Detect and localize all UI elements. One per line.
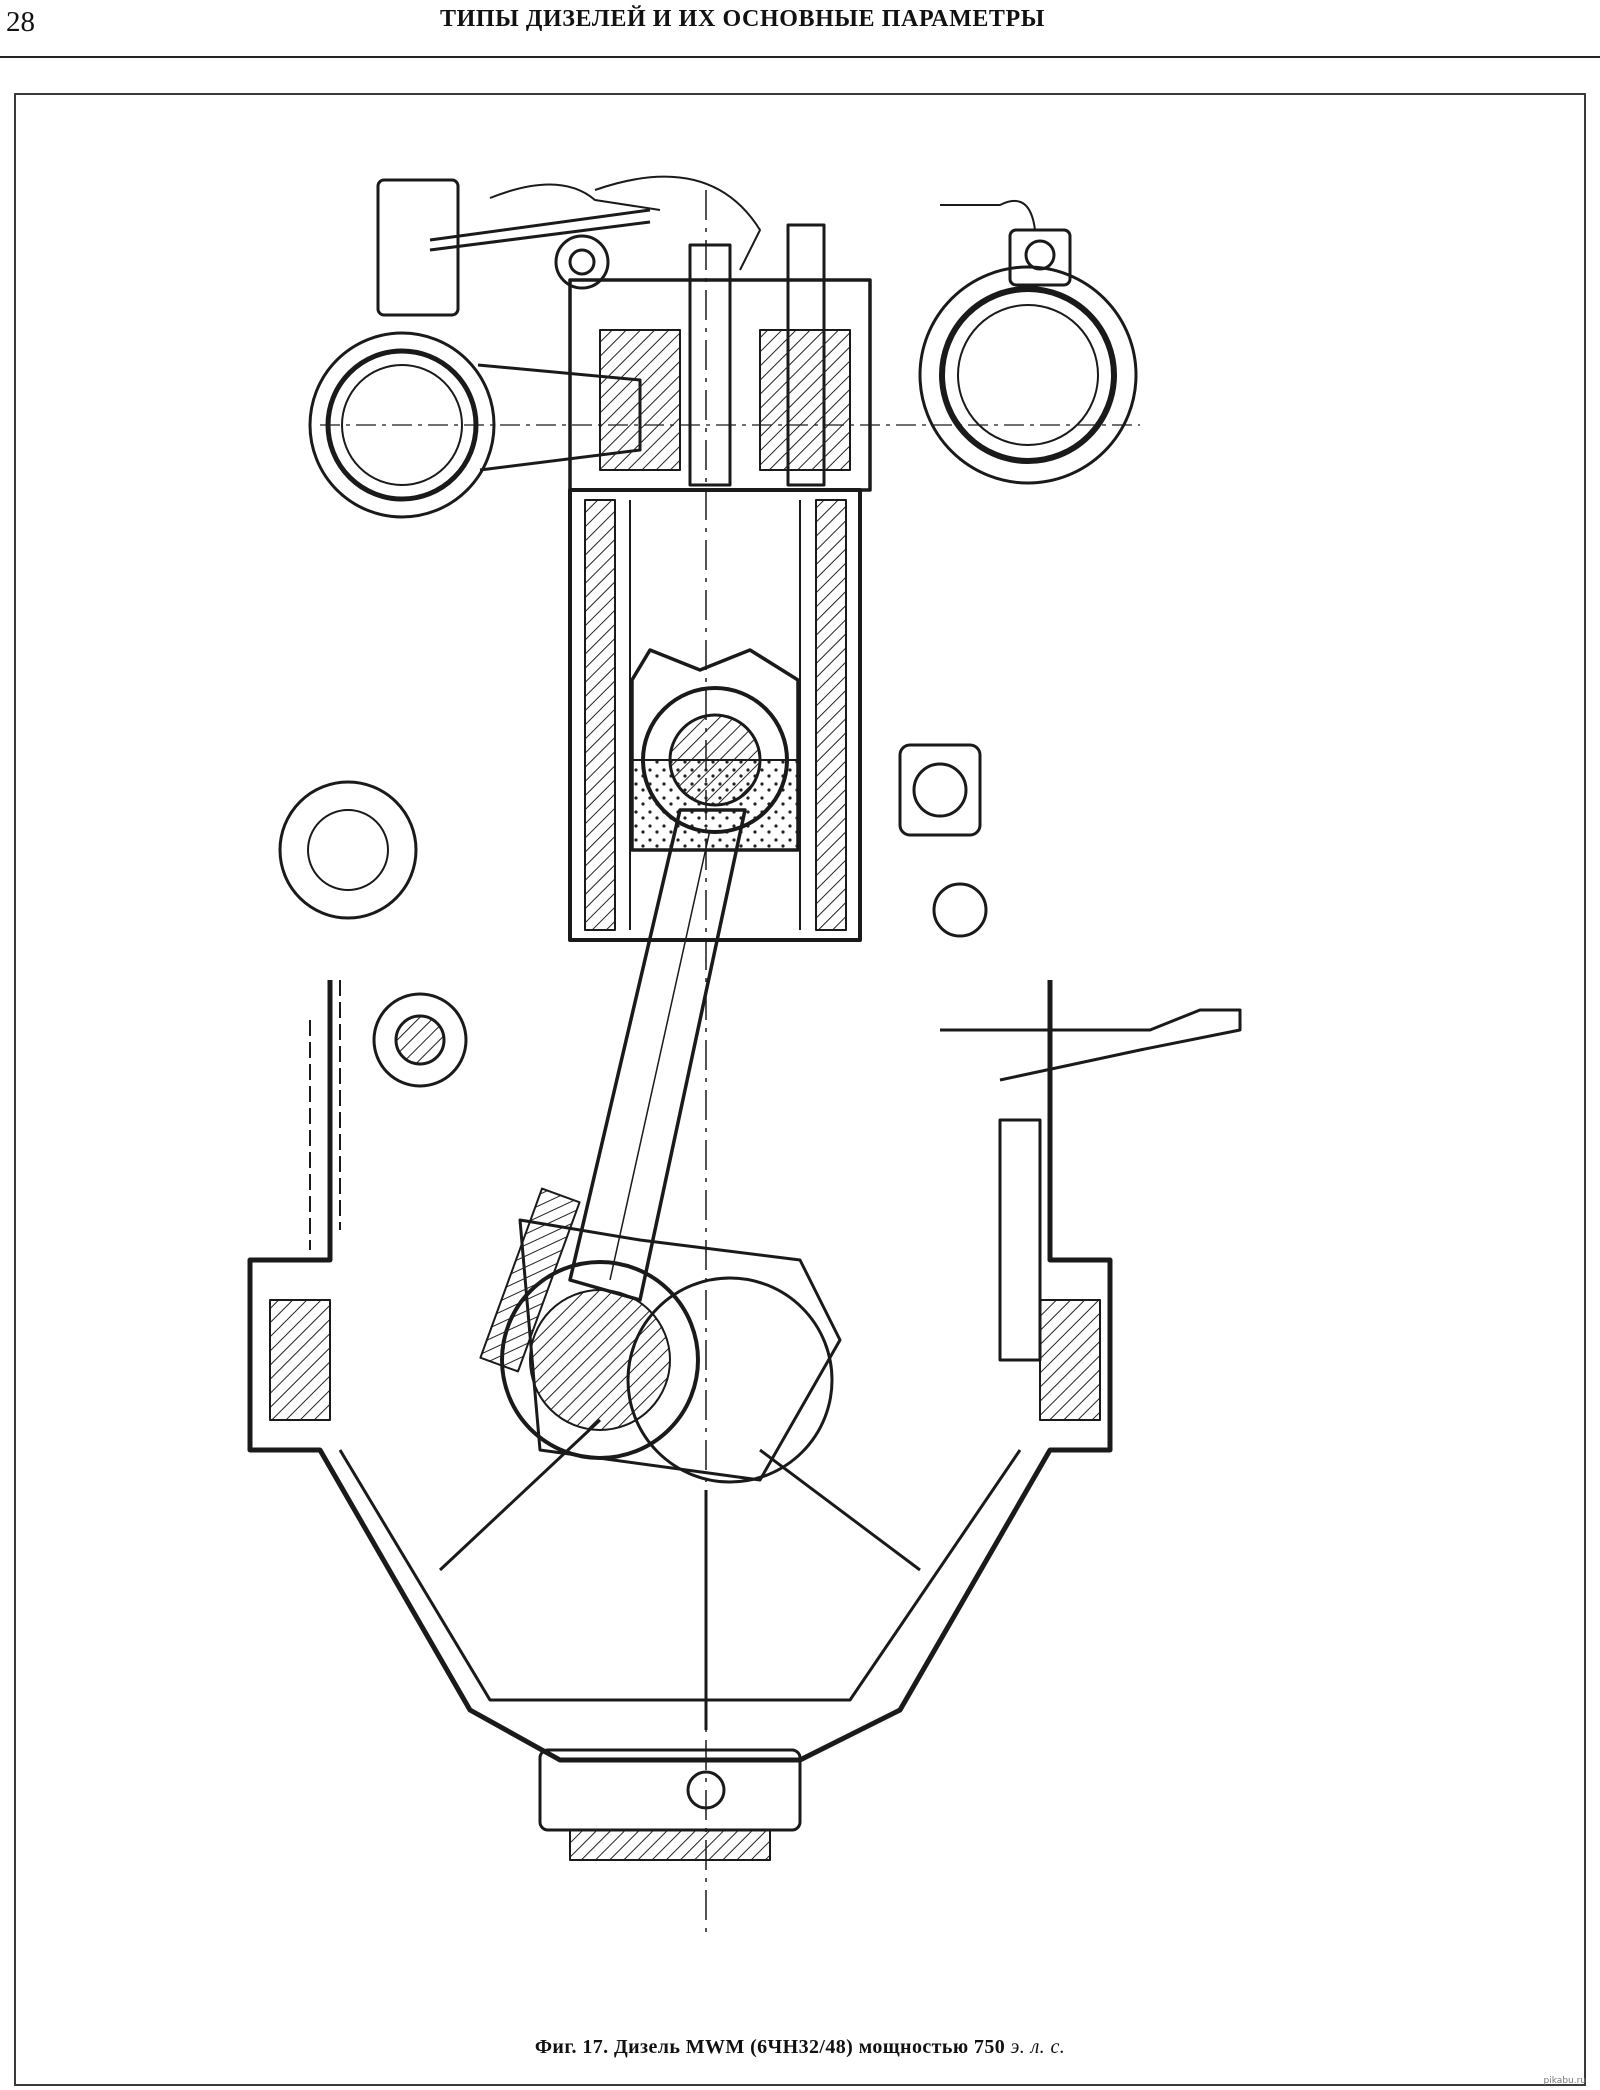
- running-title: ТИПЫ ДИЗЕЛЕЙ И ИХ ОСНОВНЫЕ ПАРАМЕТРЫ: [440, 6, 1045, 32]
- caption-main: Фиг. 17. Дизель MWM (6ЧН32/48) мощностью…: [534, 2036, 1006, 2058]
- engine-cross-section-drawing: [247, 175, 1242, 1940]
- header-rule: [0, 56, 1600, 58]
- page-number: 28: [6, 6, 35, 38]
- watermark: pikabu.ru: [1543, 2076, 1586, 2086]
- figure-caption: Фиг. 17. Дизель MWM (6ЧН32/48) мощностью…: [0, 2036, 1600, 2059]
- figure-frame: [14, 93, 1586, 2086]
- caption-unit: э. л. с.: [1010, 2036, 1066, 2058]
